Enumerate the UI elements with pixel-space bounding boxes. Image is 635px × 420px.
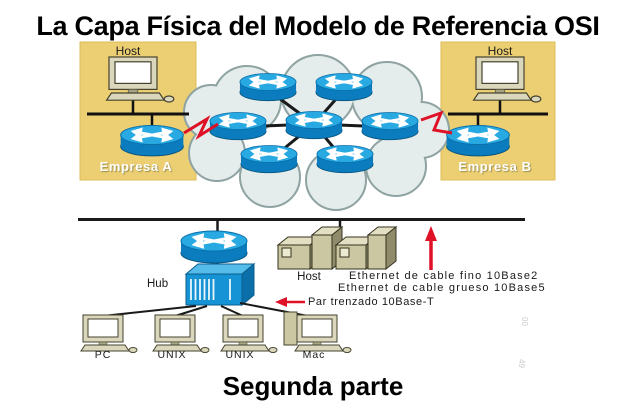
faint-side-mark: 00	[519, 317, 529, 326]
mac-computer-icon	[294, 314, 352, 353]
arrow-left-icon	[275, 297, 305, 307]
unix-computer-icon	[220, 314, 278, 353]
page-title: La Capa Física del Modelo de Referencia …	[36, 11, 600, 41]
hub-icon	[184, 262, 256, 307]
router-icon	[240, 74, 296, 101]
router-icon	[317, 146, 373, 173]
router-icon	[286, 112, 342, 139]
router-icon	[316, 74, 372, 101]
cable-thick-label: Ethernet de cable grueso 10Base5	[338, 282, 546, 294]
subtitle: Segunda parte	[222, 371, 404, 401]
unix-computer-icon	[152, 314, 210, 353]
empresa-b-host-label: Host	[487, 44, 513, 58]
router-icon	[181, 231, 247, 263]
hub-label: Hub	[147, 278, 169, 290]
unix-label: UNIX	[225, 349, 255, 361]
router-icon	[447, 126, 510, 156]
router-icon	[241, 146, 297, 173]
arrow-up-icon	[425, 226, 437, 270]
empresa-a-label: Empresa A	[99, 159, 173, 174]
faint-side-mark: 49	[516, 359, 526, 368]
mac-tower-icon	[283, 311, 298, 346]
router-icon	[121, 126, 184, 156]
lightning-bolt-icon	[420, 110, 453, 135]
mac-label: Mac	[302, 349, 326, 361]
pc-label: PC	[94, 349, 112, 361]
unix-label: UNIX	[157, 349, 187, 361]
empresa-a-host-label: Host	[115, 44, 141, 58]
router-icon	[362, 113, 418, 140]
empresa-b-label: Empresa B	[458, 159, 532, 174]
mainframe-host-label: Host	[297, 271, 321, 283]
lightning-bolt-icon	[183, 115, 219, 141]
cable-thin-label: Ethernet de cable fino 10Base2	[349, 270, 539, 282]
pc-computer-icon	[80, 314, 138, 353]
router-icon	[210, 113, 266, 140]
twisted-pair-label: Par trenzado 10Base-T	[308, 296, 435, 308]
mainframe-icon	[276, 225, 398, 271]
